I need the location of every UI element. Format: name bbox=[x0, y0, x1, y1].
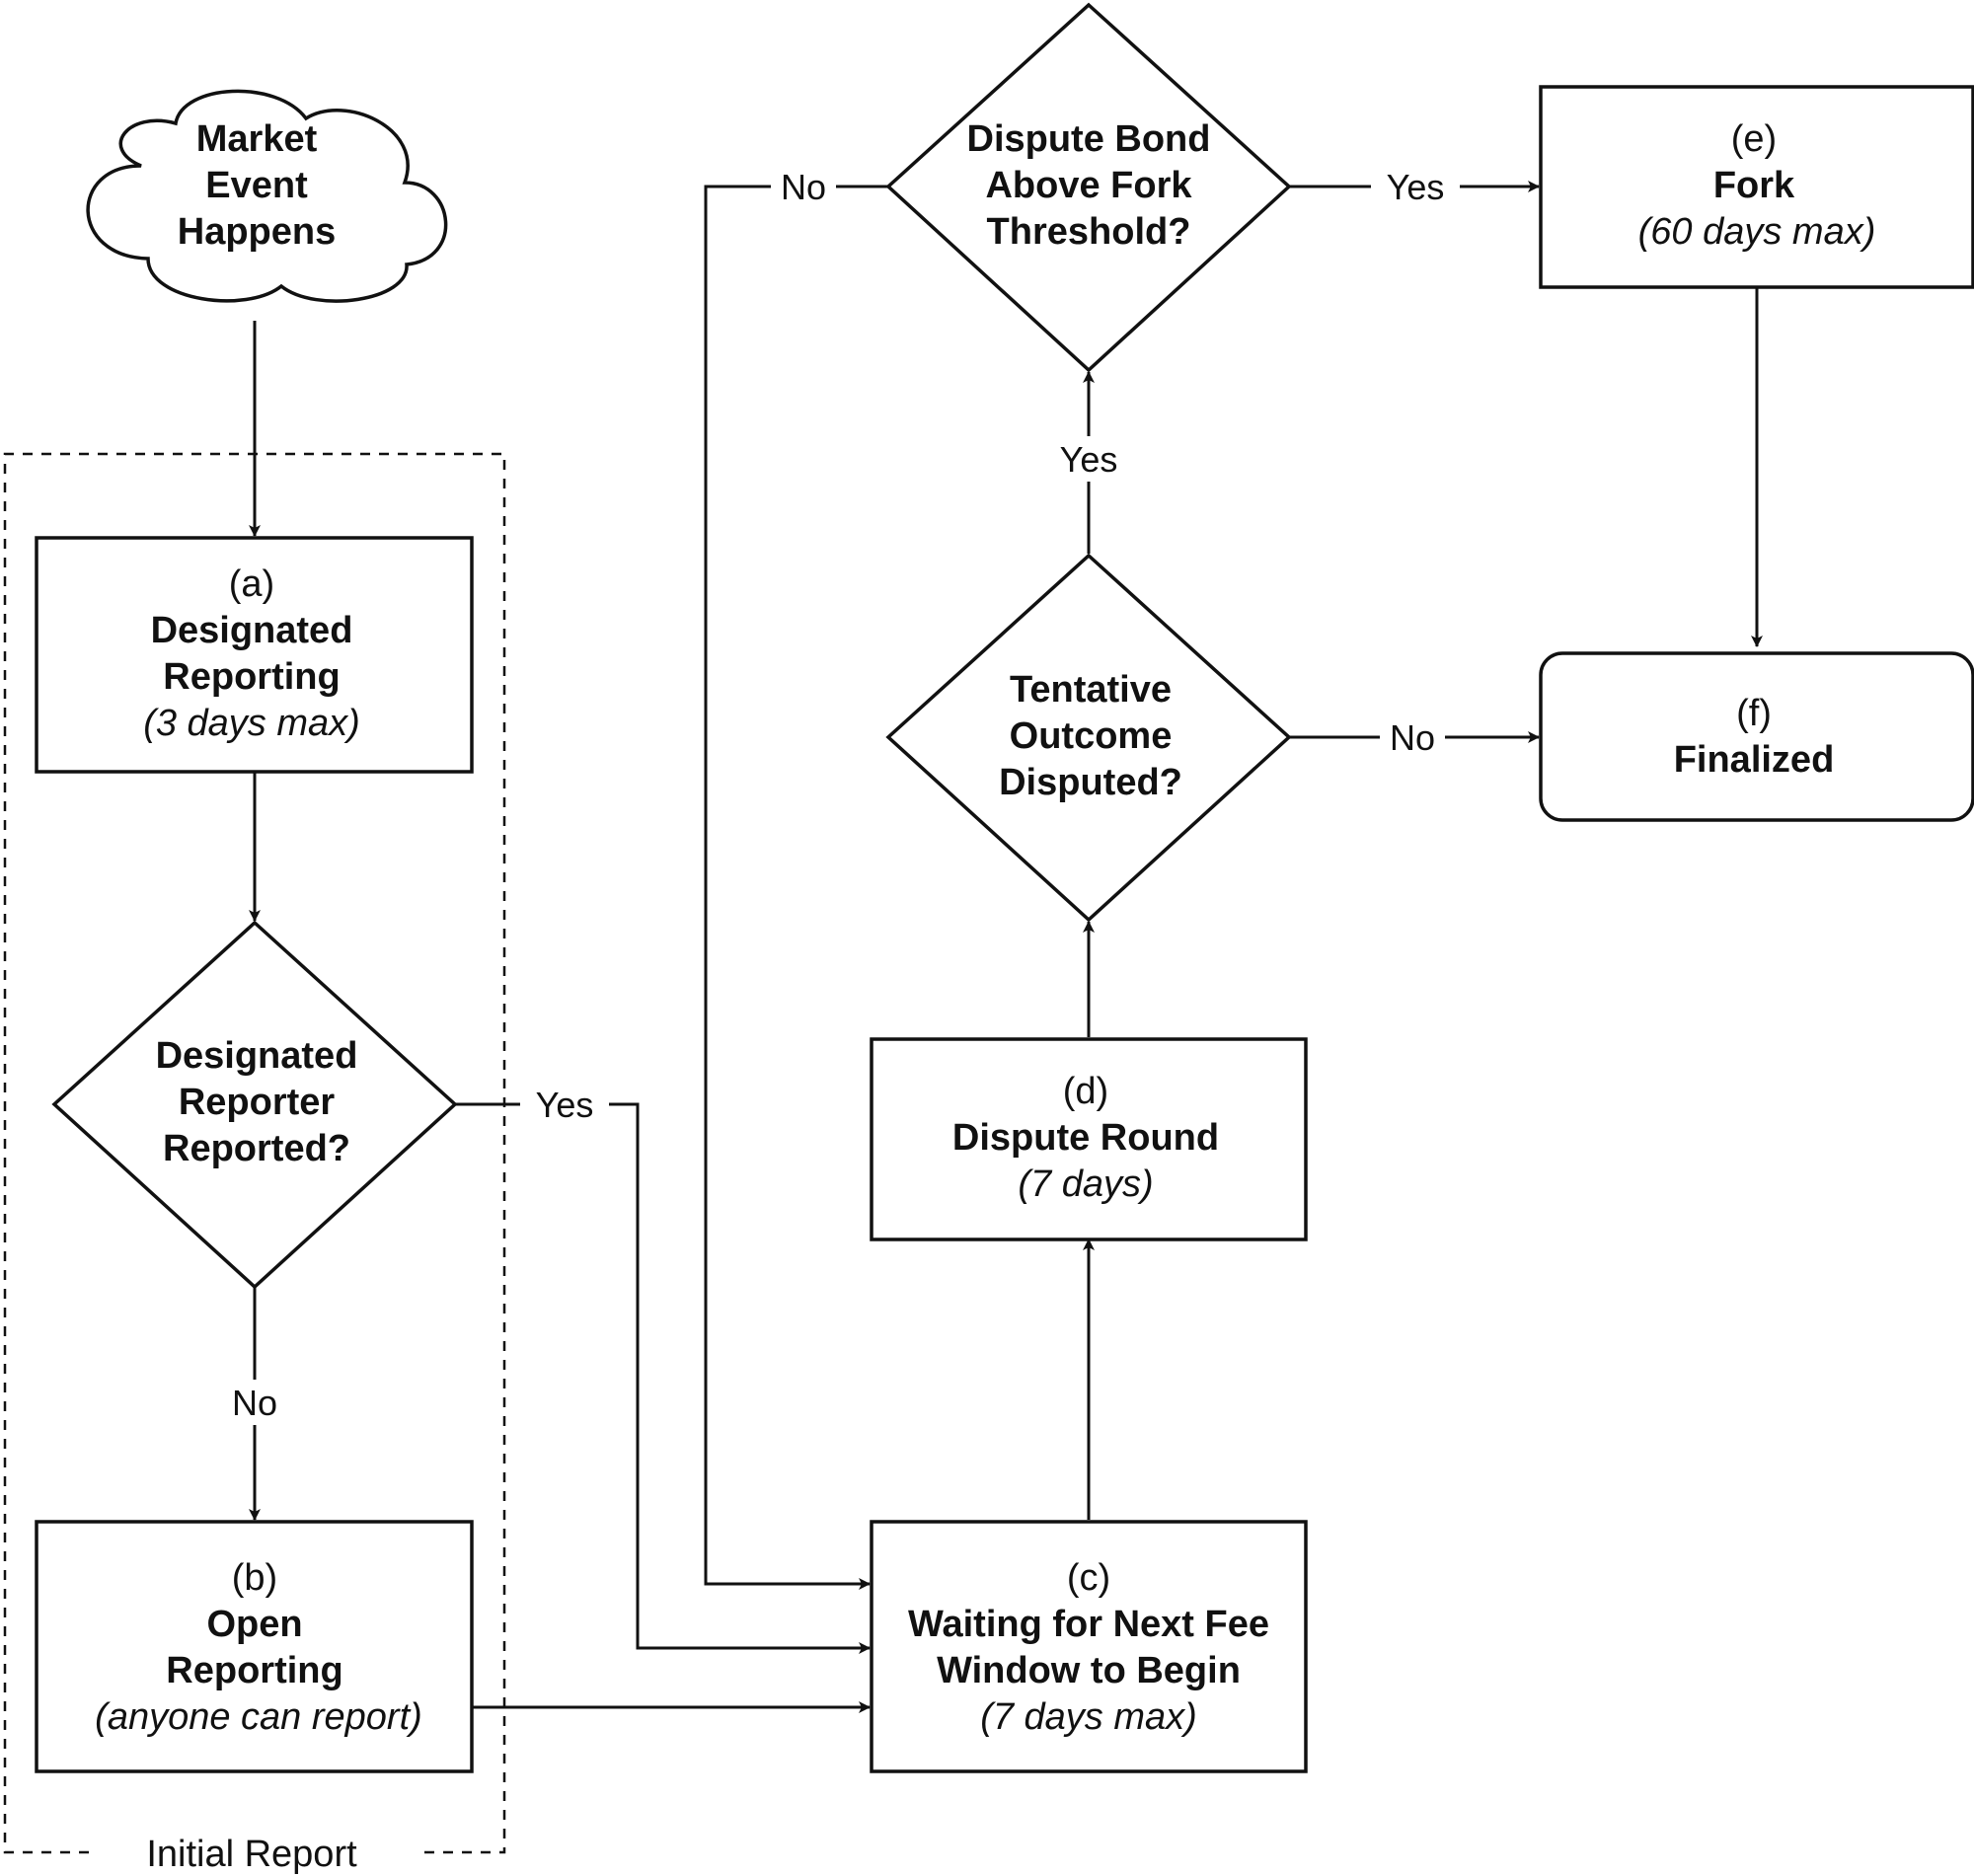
decision-tentative-line-2: Outcome bbox=[1010, 715, 1173, 757]
market-event-line-1: Market bbox=[196, 118, 318, 160]
decision-designated-reporter: Designated Reporter Reported? bbox=[51, 920, 458, 1290]
node-b-tag: (b) bbox=[232, 1557, 277, 1599]
node-d-note: (7 days) bbox=[1018, 1163, 1153, 1205]
decision-tentative-line-1: Tentative bbox=[1010, 669, 1172, 711]
decision-bond-line-1: Dispute Bond bbox=[967, 118, 1211, 160]
decision-dr-line-3: Reported? bbox=[163, 1128, 350, 1169]
node-a-title-2: Reporting bbox=[163, 656, 340, 698]
edge-label-bond-no: No bbox=[781, 167, 826, 207]
decision-dispute-bond: Dispute Bond Above Fork Threshold? bbox=[885, 2, 1292, 373]
decision-tentative-line-3: Disputed? bbox=[999, 762, 1182, 803]
node-d-dispute-round: (d) Dispute Round (7 days) bbox=[870, 1037, 1308, 1241]
market-event-line-2: Event bbox=[205, 165, 308, 206]
node-b-title-2: Reporting bbox=[166, 1650, 342, 1691]
node-e-title-1: Fork bbox=[1713, 165, 1795, 206]
edge-label-dr-no: No bbox=[232, 1383, 277, 1423]
edges bbox=[249, 181, 1763, 1713]
edge-label-dr-yes: Yes bbox=[536, 1085, 594, 1125]
node-c-title-1: Waiting for Next Fee bbox=[908, 1604, 1269, 1645]
node-c-title-2: Window to Begin bbox=[937, 1650, 1241, 1691]
market-event-node: Market Event Happens bbox=[86, 89, 448, 303]
node-f-tag: (f) bbox=[1736, 693, 1772, 734]
node-c-note: (7 days max) bbox=[980, 1696, 1197, 1738]
node-a-title-1: Designated bbox=[151, 610, 353, 651]
node-f-finalized: (f) Finalized bbox=[1539, 651, 1974, 822]
edge-bond-no-to-c bbox=[704, 185, 888, 1590]
edge-label-bond-yes: Yes bbox=[1387, 167, 1445, 207]
node-a-designated-reporting: (a) Designated Reporting (3 days max) bbox=[35, 536, 474, 774]
node-d-tag: (d) bbox=[1063, 1071, 1108, 1112]
decision-dr-line-1: Designated bbox=[156, 1035, 358, 1077]
market-event-line-3: Happens bbox=[178, 211, 336, 253]
edge-decision-yes-to-c bbox=[455, 1102, 871, 1654]
initial-report-label: Initial Report bbox=[146, 1834, 357, 1875]
node-b-open-reporting: (b) Open Reporting (anyone can report) bbox=[35, 1520, 474, 1773]
node-e-tag: (e) bbox=[1731, 118, 1777, 160]
decision-bond-line-2: Above Fork bbox=[985, 165, 1192, 206]
node-c-waiting-fee-window: (c) Waiting for Next Fee Window to Begin… bbox=[870, 1520, 1308, 1773]
node-b-note: (anyone can report) bbox=[95, 1696, 422, 1738]
node-c-tag: (c) bbox=[1067, 1557, 1110, 1599]
node-e-note: (60 days max) bbox=[1638, 211, 1876, 253]
node-a-tag: (a) bbox=[229, 563, 274, 605]
cloud-shape bbox=[86, 89, 448, 303]
node-e-fork: (e) Fork (60 days max) bbox=[1539, 85, 1974, 289]
decision-dr-line-2: Reporter bbox=[179, 1082, 336, 1123]
node-a-note: (3 days max) bbox=[143, 703, 360, 744]
edge-label-tentative-yes: Yes bbox=[1060, 439, 1118, 480]
node-b-title-1: Open bbox=[206, 1604, 302, 1645]
edge-label-tentative-no: No bbox=[1390, 717, 1435, 758]
decision-tentative-outcome: Tentative Outcome Disputed? bbox=[885, 553, 1292, 923]
decision-bond-line-3: Threshold? bbox=[987, 211, 1191, 253]
edge-labels: Yes No Yes No Yes No bbox=[222, 164, 1460, 1425]
node-f-title-1: Finalized bbox=[1674, 739, 1835, 781]
node-d-title-1: Dispute Round bbox=[952, 1117, 1219, 1159]
